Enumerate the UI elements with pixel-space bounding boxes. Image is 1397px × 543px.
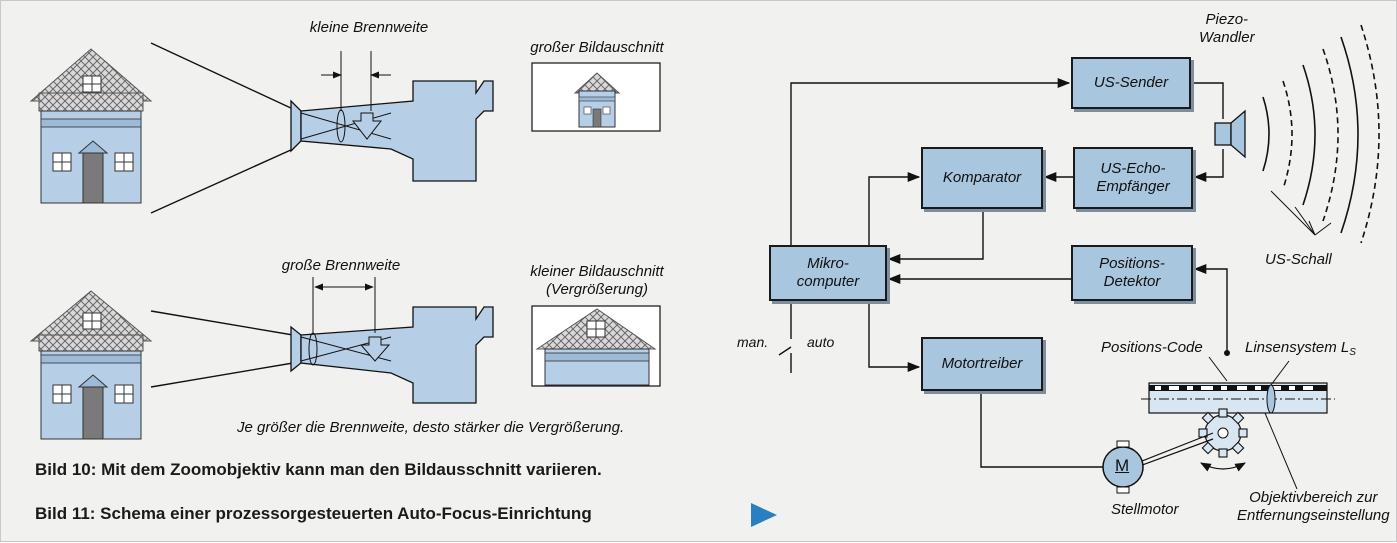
label-positions-code: Positions-Code <box>1101 339 1203 356</box>
zoom-summary: Je größer die Brennweite, desto stärker … <box>237 419 625 436</box>
label-small-focal-length: kleine Brennweite <box>309 19 429 36</box>
next-arrow-icon[interactable] <box>751 503 777 527</box>
label-man: man. <box>737 334 769 350</box>
label-objektivbereich: Objektivbereich zur Entfernungseinstellu… <box>1237 489 1390 524</box>
label-large-focal-length: große Brennweite <box>281 257 401 274</box>
gear-icon <box>1136 408 1248 472</box>
view-frame-large <box>531 62 661 132</box>
label-large-view: großer Bildauschnitt <box>530 39 664 56</box>
caption-fig11: Bild 11: Schema einer prozessorgesteuert… <box>35 504 592 523</box>
camera-bottom <box>150 277 494 404</box>
motor-symbol: M <box>1115 456 1130 475</box>
label-small-view-line2: (Vergrößerung) <box>546 281 648 298</box>
block-mikrocomputer: Mikro- computer <box>769 245 887 301</box>
label-piezo: Piezo- Wandler <box>1199 11 1255 46</box>
ultrasound-waves <box>1262 24 1380 244</box>
caption-fig10: Bild 10: Mit dem Zoomobjektiv kann man d… <box>35 460 602 479</box>
label-auto: auto <box>807 334 835 350</box>
leader-lines <box>1208 356 1298 490</box>
label-us-schall: US-Schall <box>1265 251 1332 268</box>
label-small-view-line1: kleiner Bildauschnitt <box>530 263 664 280</box>
lens-barrel <box>1141 350 1335 414</box>
af-wiring <box>778 77 1228 468</box>
house-top <box>29 48 153 204</box>
camera-top <box>150 42 494 214</box>
block-positions-detektor: Positions- Detektor <box>1071 245 1193 301</box>
label-stellmotor: Stellmotor <box>1111 501 1179 518</box>
block-komparator: Komparator <box>921 147 1043 209</box>
label-linsensystem: Linsensystem LS <box>1245 339 1356 358</box>
stellmotor-icon <box>1102 440 1144 494</box>
block-motortreiber: Motortreiber <box>921 337 1043 391</box>
view-frame-small <box>531 305 661 387</box>
block-us-sender: US-Sender <box>1071 57 1191 109</box>
piezo-speaker-icon <box>1214 109 1246 159</box>
house-bottom <box>29 290 153 440</box>
block-us-echo: US-Echo- Empfänger <box>1073 147 1193 209</box>
